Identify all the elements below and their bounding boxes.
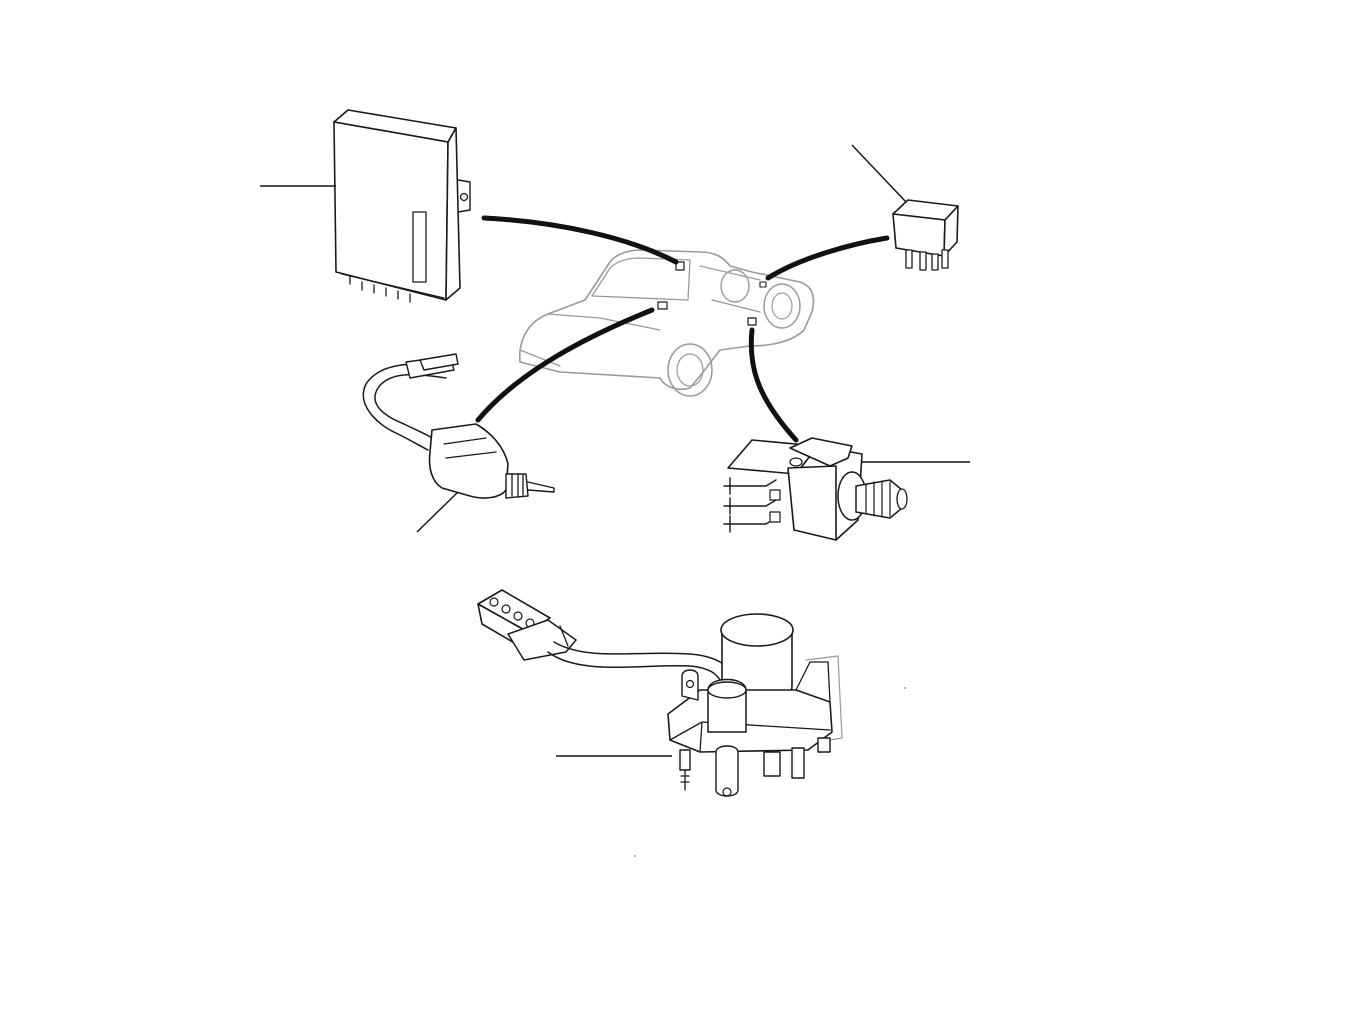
scan-artifacts <box>634 687 906 857</box>
speed-sensor-icon <box>362 353 555 533</box>
relay-icon <box>851 144 959 271</box>
wiring-harness <box>475 215 890 443</box>
relay-leader <box>851 144 907 203</box>
speed-sensor-leader <box>416 491 459 533</box>
car-outline-icon <box>518 249 815 397</box>
electronic-control-unit-icon <box>260 109 471 303</box>
pressure-switch-icon <box>723 437 970 541</box>
actuator-motor-icon <box>477 589 843 797</box>
